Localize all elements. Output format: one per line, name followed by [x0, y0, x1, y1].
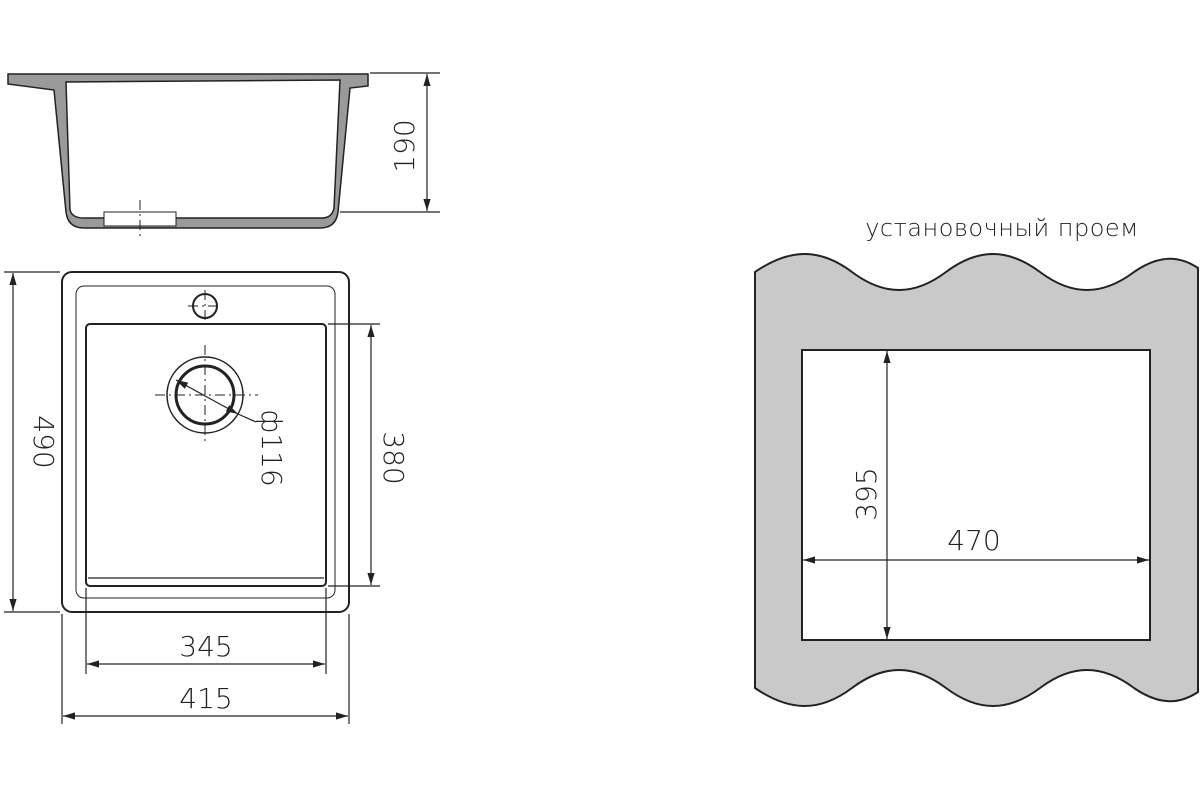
cutout-height-label: 395 [850, 467, 883, 520]
countertop-section [754, 253, 1199, 707]
drain-diameter-label: ф116 [255, 409, 288, 486]
depth-label: 190 [388, 119, 421, 172]
drain-diameter-line [175, 379, 239, 415]
sink-inner-rim [75, 285, 336, 599]
bowl-width-label: 345 [179, 630, 232, 663]
bowl-length-label: 380 [377, 431, 410, 484]
top-view: ф116 490 380 345 415 [4, 271, 410, 724]
outer-width-label: 415 [179, 682, 232, 715]
sink-outer-rim [61, 271, 350, 613]
cutout-caption: установочный проем [865, 214, 1139, 242]
cutout-width-label: 470 [947, 524, 1000, 557]
sink-bowl [85, 323, 327, 587]
sink-side-profile [7, 73, 369, 229]
side-view: 190 [7, 72, 440, 238]
outer-length-label: 490 [27, 415, 60, 468]
drain-diameter-leader [237, 413, 257, 423]
cutout-drawing: установочный проем 395 470 [754, 214, 1199, 707]
